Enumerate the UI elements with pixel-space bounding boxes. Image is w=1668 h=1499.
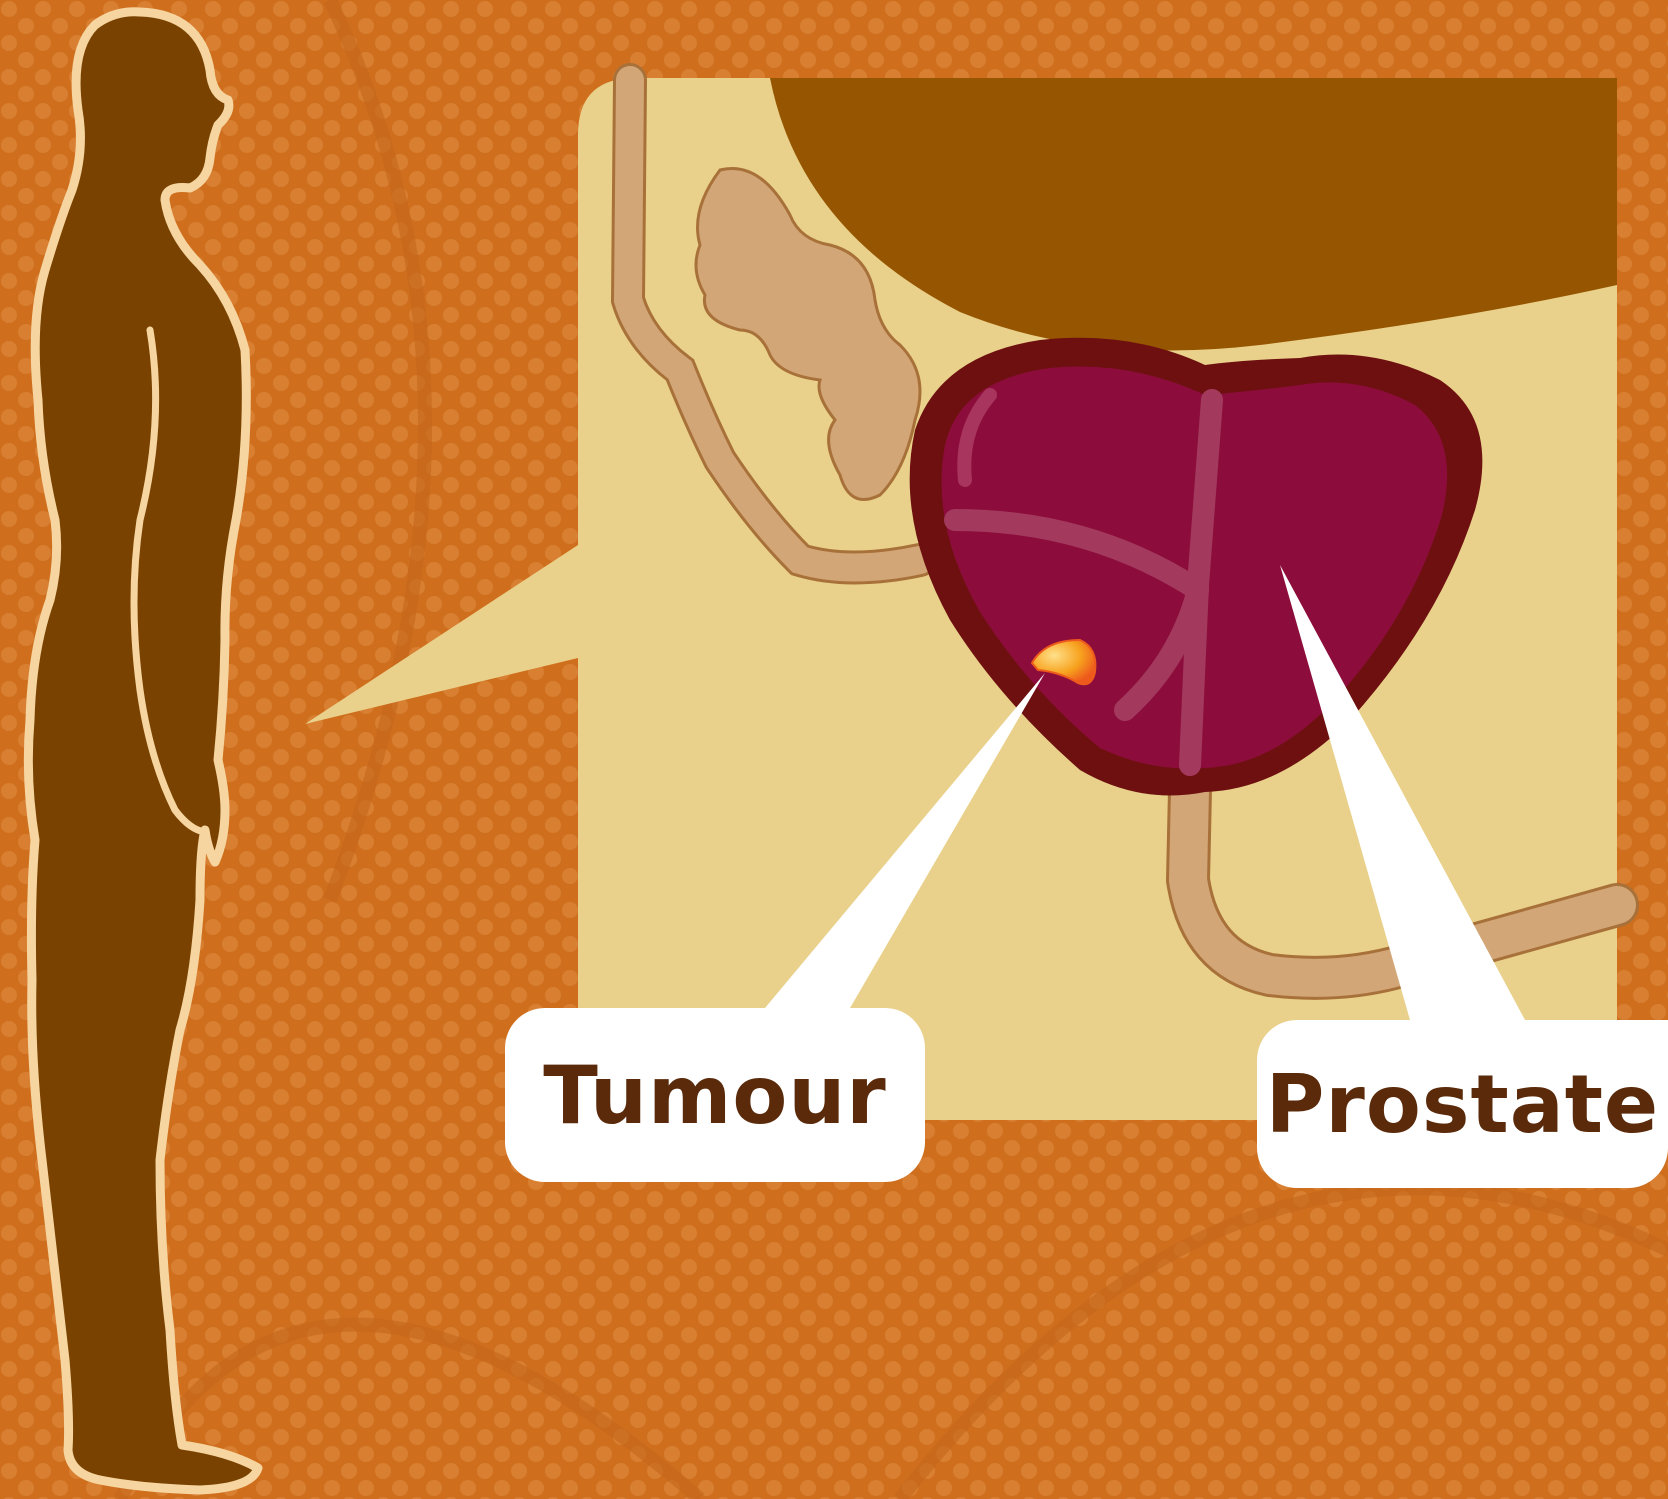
tumour-label: Tumour	[543, 1049, 886, 1142]
tumour-label-box: Tumour	[505, 1008, 925, 1182]
prostate-label: Prostate	[1266, 1058, 1659, 1151]
prostate-label-box: Prostate	[1257, 1020, 1668, 1188]
